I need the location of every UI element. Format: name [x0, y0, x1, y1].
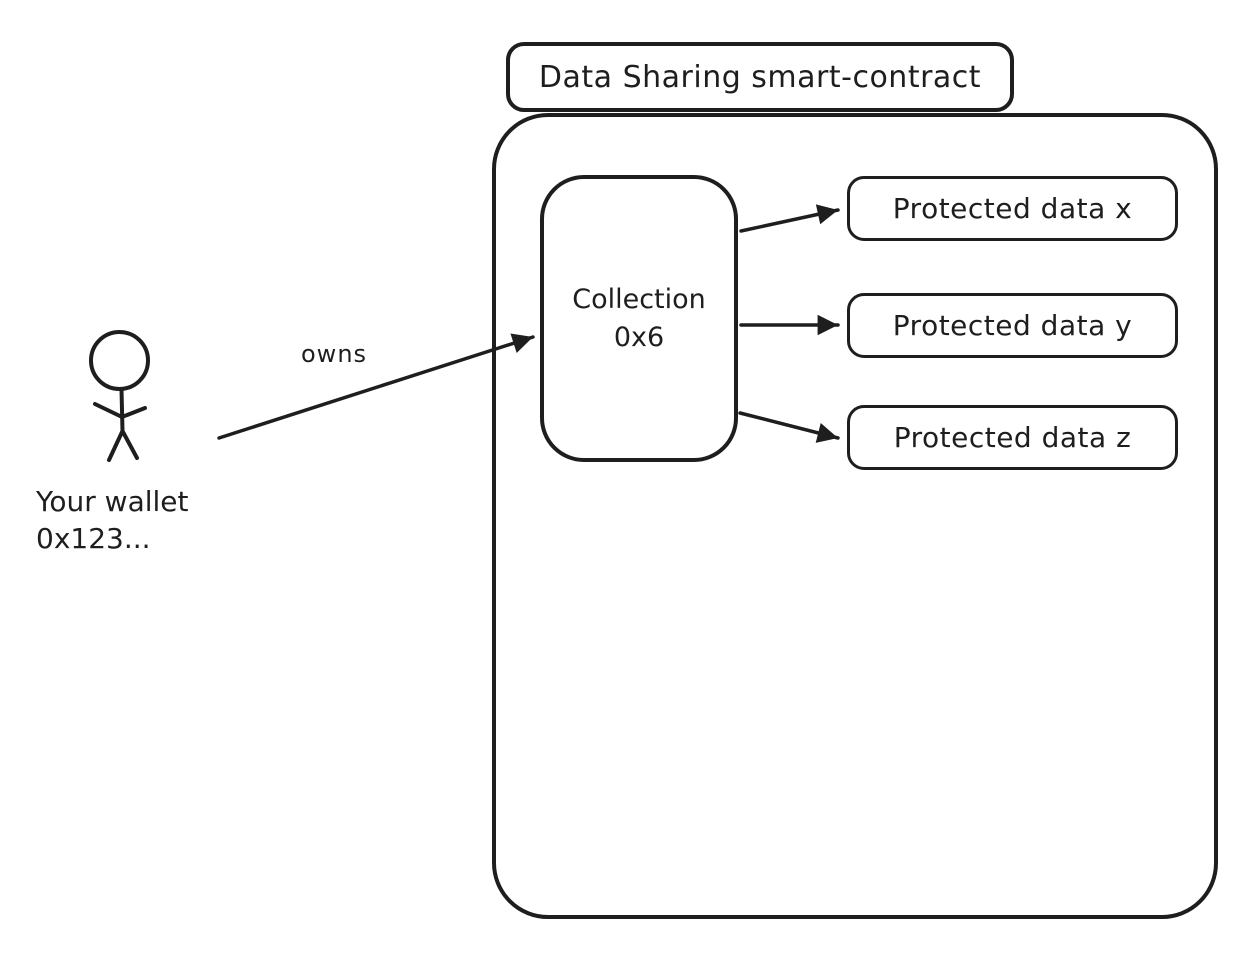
protected-data-y-label: Protected data y — [892, 309, 1133, 342]
collection-label-line2: 0x6 — [613, 321, 665, 353]
protected-data-x-node: Protected data x — [847, 176, 1178, 241]
arrow-collection-to-x — [739, 204, 840, 233]
collection-label-line1: Collection — [572, 283, 706, 315]
owns-label: owns — [301, 340, 368, 368]
contract-title: Data Sharing smart-contract — [506, 42, 1014, 112]
contract-title-label: Data Sharing smart-contract — [538, 59, 982, 95]
arrow-collection-to-z — [738, 411, 840, 443]
owns-arrow — [217, 333, 535, 440]
wallet-label-line1: Your wallet — [36, 485, 189, 518]
protected-data-z-node: Protected data z — [847, 405, 1178, 470]
protected-data-z-label: Protected data z — [893, 421, 1132, 454]
protected-data-x-label: Protected data x — [892, 192, 1133, 225]
wallet-label: Your wallet 0x123... — [36, 483, 189, 557]
person-icon — [89, 330, 150, 462]
smart-contract-container — [492, 113, 1218, 919]
wallet-label-line2: 0x123... — [36, 522, 151, 555]
protected-data-y-node: Protected data y — [847, 293, 1178, 358]
collection-node: Collection 0x6 — [540, 175, 738, 462]
